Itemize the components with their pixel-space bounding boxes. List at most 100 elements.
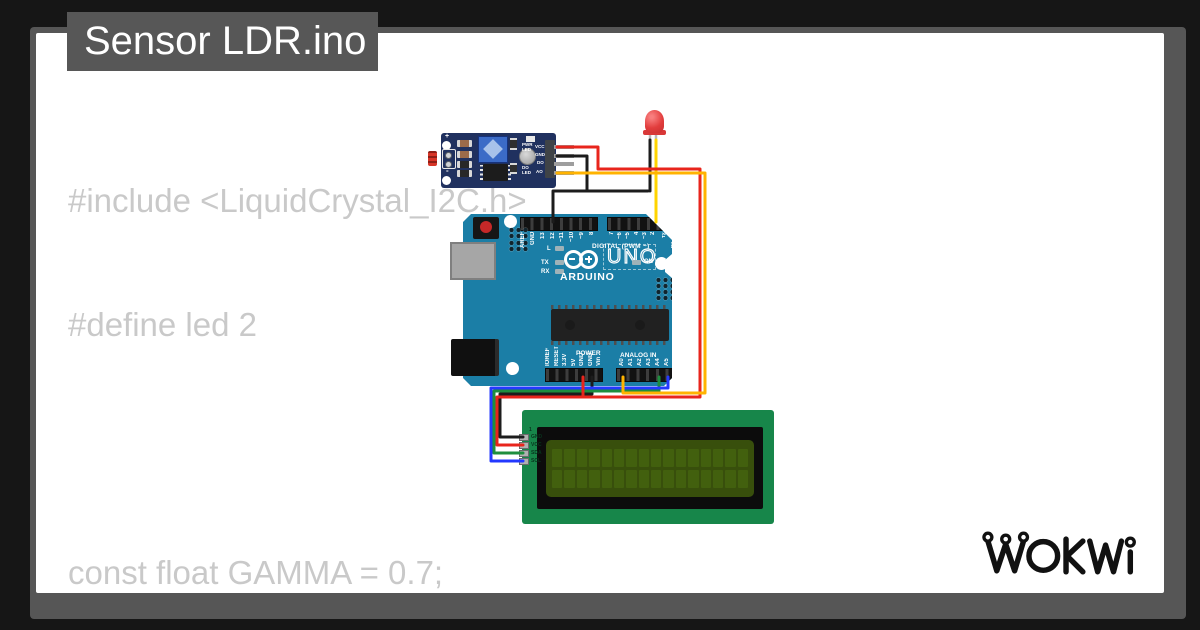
pin-label-12: 12 (550, 232, 556, 239)
module-pin-gnd (554, 154, 574, 158)
lcd-cell (712, 449, 724, 467)
lcd-cell (552, 470, 563, 488)
lcd-cell (576, 449, 588, 467)
pin-label-a1: A1 (628, 358, 634, 366)
module-hole (442, 176, 451, 185)
digital-header-left (520, 217, 598, 231)
logo-minus-icon (569, 258, 575, 260)
smd-pad (526, 136, 535, 142)
sketch-title-box: Sensor LDR.ino (67, 12, 378, 71)
lcd-cell (725, 470, 736, 488)
do-led-label-line: LED (522, 169, 531, 175)
lcd-pad-vcc (519, 442, 529, 449)
lcd-cell (613, 449, 625, 467)
ldr-socket (442, 149, 456, 169)
module-pin-vcc (554, 145, 574, 149)
resistor (457, 151, 472, 158)
pin-label-ioref: IOREF (545, 347, 551, 366)
l-led-label: L (547, 246, 551, 252)
pin-label-aref: AREF (520, 232, 526, 249)
usb-connector (450, 242, 496, 280)
mcu-mark (635, 320, 645, 330)
on-led (632, 260, 641, 265)
wokwi-logo-icon (982, 531, 1136, 575)
lcd-pin1-label: 1 (529, 427, 532, 433)
lcd-pin-label-vcc: VCC (531, 442, 542, 448)
lcd-cell (663, 449, 674, 467)
lcd-cell (564, 449, 575, 467)
pin-label-a4: A4 (655, 358, 661, 366)
pwr-led-label-line: LED (522, 146, 531, 152)
arduino-brand-label: ARDUINO (560, 271, 615, 283)
module-pin-label-gnd: GND (535, 152, 545, 157)
module-pin-label-ao: AO (536, 169, 543, 174)
lcd-cell (638, 470, 649, 488)
code-line: #define led 2 (68, 306, 257, 343)
lcd-cell (613, 470, 625, 488)
lcd-cell (737, 449, 748, 467)
mounting-hole (506, 362, 519, 375)
tx-led (555, 260, 564, 265)
mcu-mark (565, 320, 575, 330)
lcd-pin-label-sda: SDA (531, 450, 542, 456)
lcd-cell (638, 449, 649, 467)
pin-label-a5: A5 (664, 358, 670, 366)
on-label: ON (644, 259, 653, 265)
pin-label-gnd1: GND (579, 352, 585, 366)
lcd-cell (589, 470, 600, 488)
pin-label-a0: A0 (619, 358, 625, 366)
analog-header (616, 368, 672, 382)
smd-component (510, 138, 517, 150)
uno-model-label: UNO (606, 245, 658, 268)
minus-label: - (446, 166, 449, 175)
resistor (457, 170, 472, 177)
sketch-title: Sensor LDR.ino (84, 19, 367, 63)
lcd-cells (552, 449, 748, 488)
lcd1602-board: 1 GND VCC SDA SCL (519, 410, 774, 524)
module-pin-do (554, 162, 574, 166)
pin-label-a3: A3 (646, 358, 652, 366)
lcd-cell (651, 470, 662, 488)
lcd-cell (712, 470, 724, 488)
lcd-cell (663, 470, 674, 488)
lcd-cell (576, 470, 588, 488)
pin-label-gnd-top: GND (530, 232, 536, 246)
lcd-cell (737, 470, 748, 488)
lcd-cell (688, 470, 699, 488)
lcd-pin-label-scl: SCL (531, 458, 541, 464)
smd-component (510, 163, 517, 174)
lcd-cell (626, 449, 637, 467)
ic-legs (480, 165, 483, 180)
lcd-cell (651, 449, 662, 467)
tx-led-label: TX (541, 260, 549, 266)
ldr-pad (445, 161, 452, 168)
resistor (457, 140, 472, 147)
pin-label-vin: Vin (596, 356, 602, 366)
lcd-cell (552, 449, 563, 467)
comparator-ic (483, 164, 508, 181)
l-led (555, 246, 564, 251)
lcd-cell (675, 449, 687, 467)
lcd-pad-sda (519, 450, 529, 457)
code-line: const float GAMMA = 0.7; (68, 554, 444, 591)
red-led (645, 110, 664, 133)
module-pin-ao (554, 171, 574, 175)
module-pin-label-vcc: VCC (535, 144, 545, 149)
logo-plus-icon (587, 255, 590, 263)
reset-button-cap (480, 221, 492, 233)
rx-led-label: RX (541, 269, 550, 275)
lcd-cell (725, 449, 736, 467)
lcd-cell (675, 470, 687, 488)
resistor (457, 161, 472, 168)
pin-label-a2: A2 (637, 358, 643, 366)
module-hole (442, 141, 451, 150)
module-pin-label-do: DO (537, 160, 544, 165)
plus-label: + (445, 133, 450, 140)
code-line: #include <LiquidCrystal_I2C.h> (68, 182, 527, 219)
lcd-cell (564, 470, 575, 488)
power-jack (451, 339, 499, 376)
